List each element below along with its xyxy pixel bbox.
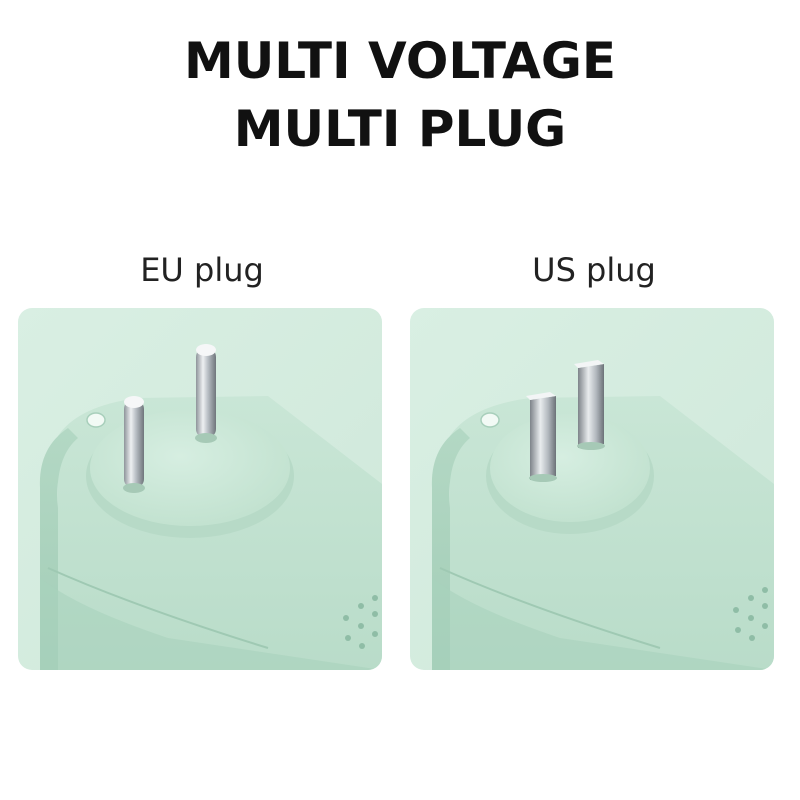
eu-plug-image [18,308,382,670]
us-plug-illustration [410,308,774,670]
us-plug-image [410,308,774,670]
us-plug-caption: US plug [532,251,656,289]
eu-plug-caption: EU plug [140,251,264,289]
headline-line-2: MULTI PLUG [233,100,567,158]
headline-line-1: MULTI VOLTAGE [183,32,617,90]
eu-plug-illustration [18,308,382,670]
